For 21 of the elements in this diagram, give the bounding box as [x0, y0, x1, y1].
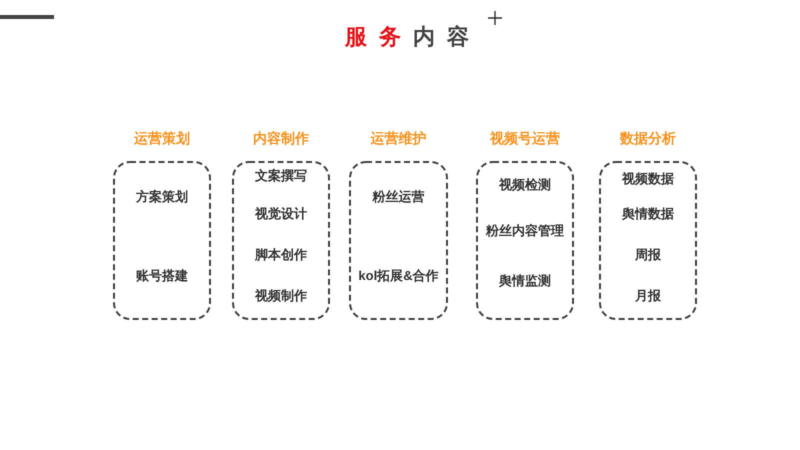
service-item: 视觉设计: [255, 205, 307, 223]
column-heading: 视频号运营: [490, 129, 560, 148]
service-item: 粉丝运营: [372, 188, 424, 206]
service-item: 方案策划: [136, 188, 188, 206]
service-item: 文案撰写: [255, 167, 307, 185]
service-item: 月报: [635, 287, 661, 305]
column-heading: 运营维护: [370, 129, 426, 148]
service-item: 账号搭建: [136, 267, 188, 285]
service-item: 周报: [635, 246, 661, 264]
service-item: 视频制作: [255, 287, 307, 305]
service-item: 视频数据: [622, 170, 674, 188]
service-item: 视频检测: [499, 176, 551, 194]
column-heading: 内容制作: [253, 129, 309, 148]
service-item: 舆情数据: [622, 205, 674, 223]
service-item: 脚本创作: [255, 246, 307, 264]
column-heading: 运营策划: [134, 129, 190, 148]
service-item: kol拓展&合作: [358, 267, 439, 285]
service-item: 粉丝内容管理: [486, 222, 564, 240]
column-heading: 数据分析: [620, 129, 676, 148]
title: 服务内容: [344, 23, 481, 51]
service-item: 舆情监测: [499, 272, 551, 290]
